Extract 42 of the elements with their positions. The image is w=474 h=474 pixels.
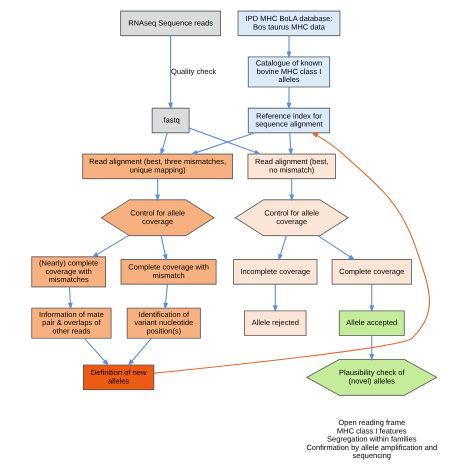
arrow	[153, 132, 430, 374]
node-box: Information of mate pair & overlaps of other reads	[30, 308, 111, 339]
arrow	[160, 236, 167, 262]
node-box: Complete coverage	[331, 259, 412, 285]
node-box: Read alignment (best, three mismatches, unique mapping)	[82, 154, 232, 180]
arrow	[278, 236, 286, 262]
node-box: Allele rejected	[244, 310, 306, 336]
arrow	[168, 36, 173, 110]
arrow	[286, 36, 291, 59]
node-label: MHC class I features	[336, 426, 406, 436]
node-label: Confirmation by allele amplification and sequencing	[306, 442, 437, 460]
edge-label: Quality check	[170, 66, 216, 76]
node-box: Definition of new alleles	[82, 364, 154, 390]
arrow	[190, 132, 254, 155]
node-box: RNAseq Sequence reads	[120, 10, 220, 36]
node-box: (Nearly) complete coverage with mismatches	[30, 256, 106, 288]
arrow	[91, 235, 129, 258]
node-label: Segregation within families	[326, 434, 416, 444]
arrow	[368, 336, 374, 362]
node-box: Incomplete coverage	[232, 259, 317, 285]
arrow	[288, 132, 293, 156]
node-box: IPD MHC BoLA database: Bos taurus MHC data	[237, 10, 340, 36]
arrow	[154, 178, 160, 202]
node-box: Complete coverage with mismatch	[120, 259, 216, 285]
arrow	[272, 284, 278, 312]
node-box: Reference index for sequence alignment	[247, 108, 330, 134]
arrow	[162, 284, 168, 310]
arrow	[160, 132, 168, 156]
arrow	[67, 287, 72, 310]
arrow	[188, 128, 261, 155]
arrow	[83, 338, 109, 366]
node-box: Identification of variant nucleotide position(s)	[126, 308, 200, 339]
arrow	[368, 284, 374, 312]
node-label: Open reading frame	[338, 418, 405, 428]
arrow	[317, 235, 355, 260]
arrow	[286, 87, 291, 110]
arrow	[288, 178, 294, 202]
node-box: Allele accepted	[338, 310, 404, 336]
node-box: Catalogue of known bovine MHC class I alleles	[247, 56, 330, 88]
arrow	[127, 338, 152, 366]
node-box: Read alignment (best, no mismatch)	[247, 154, 336, 180]
node-box: .fastq	[151, 108, 189, 134]
